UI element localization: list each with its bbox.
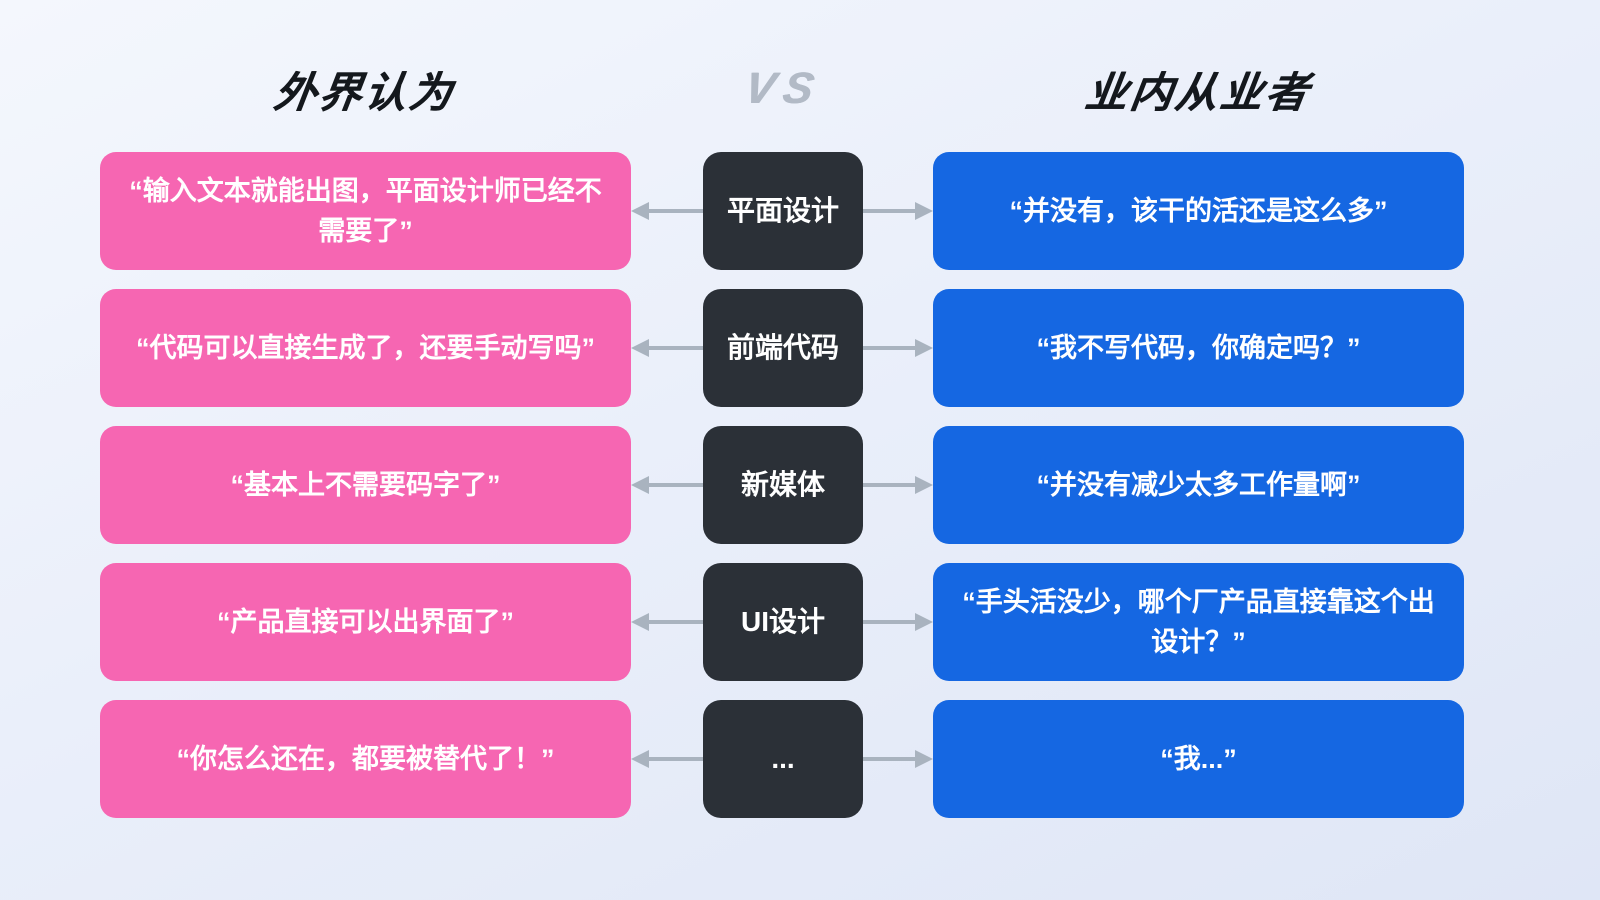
category-box: 前端代码	[703, 289, 863, 407]
outsider-quote-box: “基本上不需要码字了”	[100, 426, 631, 544]
insider-quote-text: “并没有减少太多工作量啊”	[1036, 469, 1361, 500]
left-column-title: 外界认为	[271, 68, 459, 116]
insider-quote-box: “我不写代码，你确定吗？”	[933, 289, 1464, 407]
outsider-quote-text: “输入文本就能出图，平面设计师已经不需要了”	[129, 175, 602, 247]
outsider-quote-box: “你怎么还在，都要被替代了！”	[100, 700, 631, 818]
category-label: 前端代码	[726, 332, 839, 363]
vs-label: VS	[740, 64, 826, 113]
category-box: ...	[703, 700, 863, 818]
arrow-left-icon	[631, 339, 703, 357]
arrow-right-icon	[863, 202, 933, 220]
insider-quote-box: “并没有减少太多工作量啊”	[933, 426, 1464, 544]
category-box: 新媒体	[703, 426, 863, 544]
arrow-left-cell	[631, 426, 703, 544]
category-box: 平面设计	[703, 152, 863, 270]
outsider-quote-text: “产品直接可以出界面了”	[217, 606, 514, 637]
arrow-right-cell	[863, 152, 933, 270]
right-column-title: 业内从业者	[1082, 68, 1314, 116]
outsider-quote-text: “你怎么还在，都要被替代了！”	[176, 743, 555, 774]
category-label: ...	[771, 743, 795, 774]
arrow-left-cell	[631, 289, 703, 407]
arrow-left-cell	[631, 152, 703, 270]
arrow-right-icon	[863, 613, 933, 631]
insider-quote-text: “我...”	[1160, 743, 1237, 774]
header: 外界认为 VS 业内从业者	[100, 62, 1466, 116]
outsider-quote-box: “产品直接可以出界面了”	[100, 563, 631, 681]
arrow-right-icon	[863, 339, 933, 357]
comparison-row: “基本上不需要码字了” 新媒体 “并没有减少太多工作量啊”	[100, 426, 1466, 544]
arrow-left-icon	[631, 476, 703, 494]
insider-quote-text: “并没有，该干的活还是这么多”	[1009, 195, 1388, 226]
outsider-quote-text: “代码可以直接生成了，还要手动写吗”	[136, 332, 595, 363]
arrow-right-cell	[863, 700, 933, 818]
category-label: 新媒体	[740, 469, 825, 500]
header-vs-cell: VS	[703, 64, 863, 114]
header-right-cell: 业内从业者	[933, 59, 1464, 120]
arrow-left-icon	[631, 613, 703, 631]
insider-quote-box: “我...”	[933, 700, 1464, 818]
category-box: UI设计	[703, 563, 863, 681]
comparison-row: “产品直接可以出界面了” UI设计 “手头活没少，哪个厂产品直接靠这个出设计？”	[100, 563, 1466, 681]
arrow-right-cell	[863, 563, 933, 681]
arrow-left-icon	[631, 202, 703, 220]
comparison-row: “输入文本就能出图，平面设计师已经不需要了” 平面设计 “并没有，该干的活还是这…	[100, 152, 1466, 270]
arrow-right-icon	[863, 750, 933, 768]
insider-quote-box: “并没有，该干的活还是这么多”	[933, 152, 1464, 270]
comparison-row: “你怎么还在，都要被替代了！” ... “我...”	[100, 700, 1466, 818]
outsider-quote-box: “输入文本就能出图，平面设计师已经不需要了”	[100, 152, 631, 270]
arrow-left-cell	[631, 563, 703, 681]
comparison-row: “代码可以直接生成了，还要手动写吗” 前端代码 “我不写代码，你确定吗？”	[100, 289, 1466, 407]
category-label: 平面设计	[726, 195, 839, 226]
arrow-left-cell	[631, 700, 703, 818]
outsider-quote-text: “基本上不需要码字了”	[230, 469, 501, 500]
comparison-diagram: 外界认为 VS 业内从业者 “输入文本就能出图，平面设计师已经不需要了” 平面设…	[100, 0, 1466, 837]
arrow-left-icon	[631, 750, 703, 768]
category-label: UI设计	[740, 606, 825, 637]
insider-quote-box: “手头活没少，哪个厂产品直接靠这个出设计？”	[933, 563, 1464, 681]
insider-quote-text: “我不写代码，你确定吗？”	[1036, 332, 1361, 363]
arrow-right-icon	[863, 476, 933, 494]
insider-quote-text: “手头活没少，哪个厂产品直接靠这个出设计？”	[962, 586, 1435, 658]
header-left-cell: 外界认为	[100, 59, 631, 120]
arrow-right-cell	[863, 289, 933, 407]
arrow-right-cell	[863, 426, 933, 544]
outsider-quote-box: “代码可以直接生成了，还要手动写吗”	[100, 289, 631, 407]
